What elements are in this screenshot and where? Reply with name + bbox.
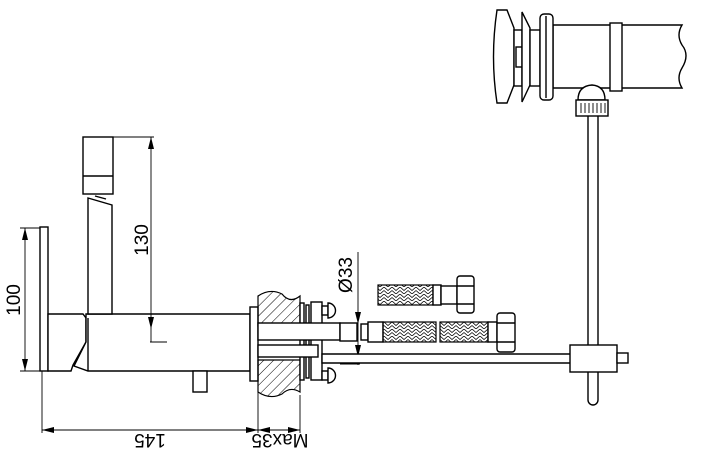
dimension-100: 100 [4, 227, 40, 372]
supply-hose-lower [339, 312, 516, 353]
countertop-section-bottom [257, 359, 301, 398]
pop-up-rod [321, 111, 629, 406]
dimension-diameter: Ø33 [336, 252, 361, 365]
drain-stopper [492, 9, 515, 104]
mounting-assembly [249, 290, 341, 398]
dimension-130: 130 [113, 136, 167, 343]
countertop-section-top [257, 290, 301, 327]
supply-hose-upper [377, 275, 475, 314]
aerator-pin [192, 370, 208, 393]
dim-100-label: 100 [4, 284, 25, 316]
wall-plate [39, 226, 49, 372]
dim-diameter-label: Ø33 [336, 257, 357, 293]
threaded-shank [257, 322, 341, 341]
fixing-plate [310, 301, 323, 381]
drain-valve [492, 9, 687, 117]
lever-handle [82, 136, 114, 315]
dim-max35-label: Max35 [251, 429, 308, 450]
rod-clamp [569, 344, 618, 373]
dimension-145: 145 Max35 [41, 371, 309, 450]
dim-145-label: 145 [134, 429, 166, 450]
pipe-ring [609, 22, 623, 92]
faucet-body [47, 313, 251, 393]
dim-130-label: 130 [132, 224, 153, 256]
